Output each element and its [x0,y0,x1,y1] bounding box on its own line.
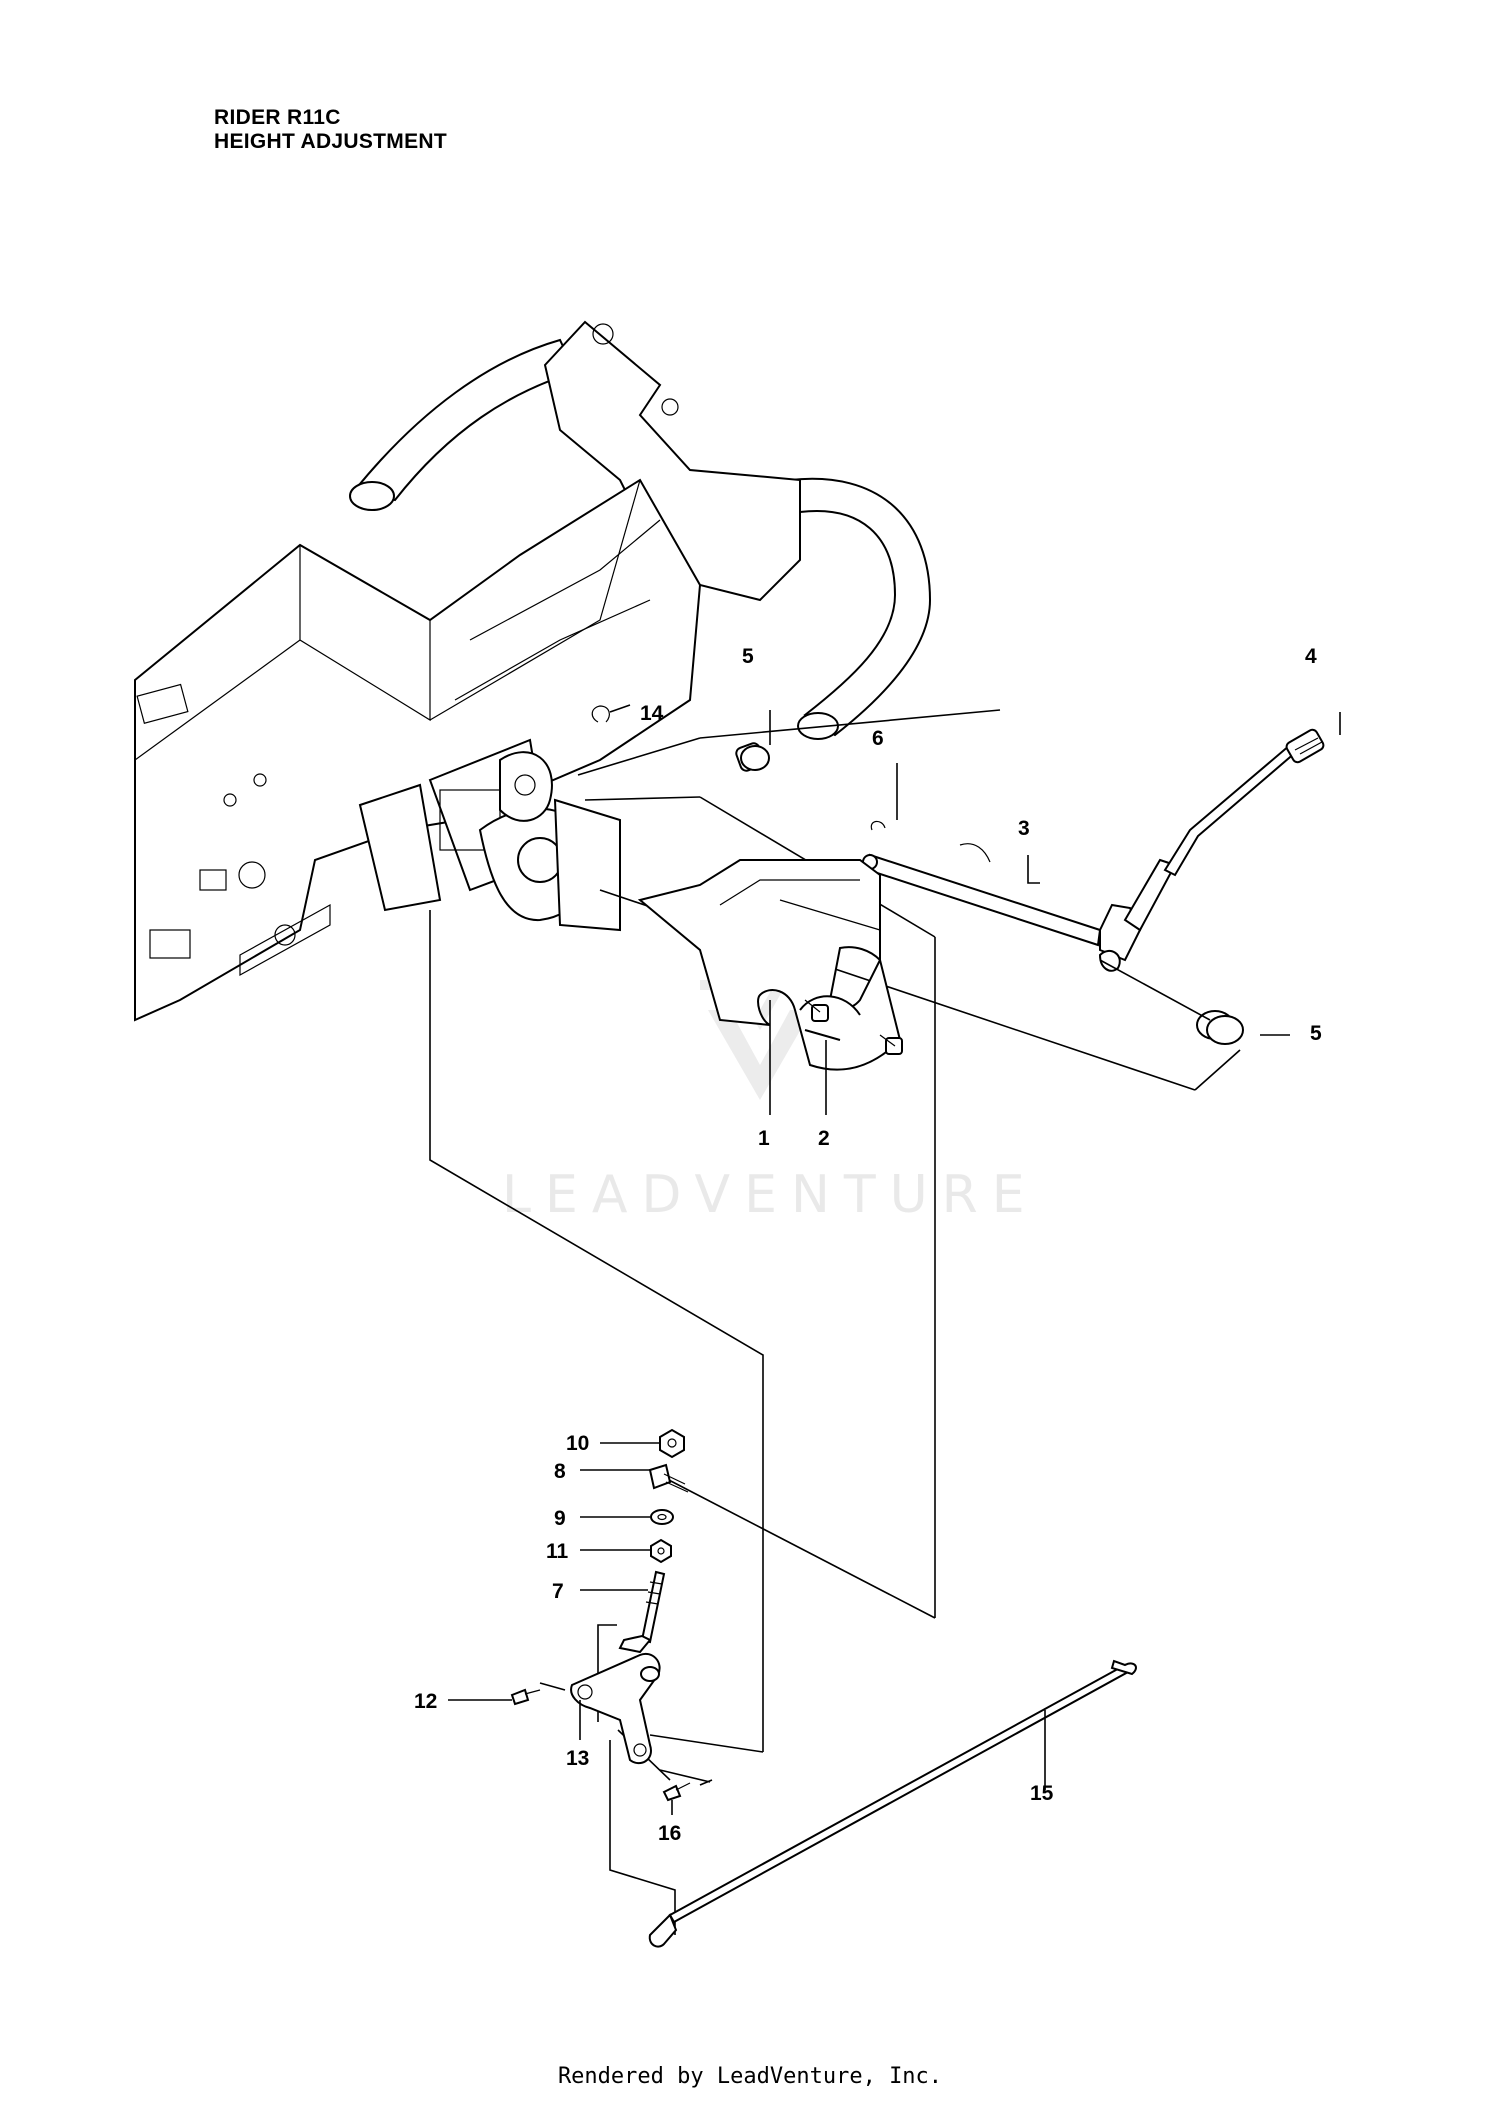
callout-leaders [448,704,1341,1815]
callout-3: 3 [1018,817,1030,840]
diagram-title-model: RIDER R11C [214,106,341,129]
callout-8: 8 [554,1460,566,1483]
callout-12: 12 [414,1690,437,1713]
callout-13: 13 [566,1747,589,1770]
callout-labels: 5 4 14 6 3 5 1 2 10 8 9 11 7 12 13 15 16 [414,645,1322,1845]
callout-16: 16 [658,1822,681,1845]
callout-11: 11 [546,1540,569,1563]
assembly-leader-lines [429,709,1196,1935]
callout-1: 1 [758,1127,770,1150]
lift-shaft-assembly [735,728,1325,1091]
diagram-title-section: HEIGHT ADJUSTMENT [214,130,447,153]
callout-5-lower: 5 [1310,1022,1322,1045]
callout-15: 15 [1030,1782,1054,1805]
linkage-hardware [510,1428,1137,1948]
callout-10: 10 [566,1432,589,1455]
callout-2: 2 [818,1127,830,1150]
height-plate-assembly [637,859,903,1071]
callout-14: 14 [640,702,664,725]
callout-6: 6 [872,727,884,750]
footer-credit: Rendered by LeadVenture, Inc. [557,2064,943,2089]
watermark-text: LEADVENTURE [502,1165,1039,1225]
callout-5-upper: 5 [742,645,754,668]
chassis-frame [134,320,932,1022]
callout-4: 4 [1305,645,1317,668]
callout-9: 9 [554,1507,566,1530]
callout-7: 7 [552,1580,564,1603]
